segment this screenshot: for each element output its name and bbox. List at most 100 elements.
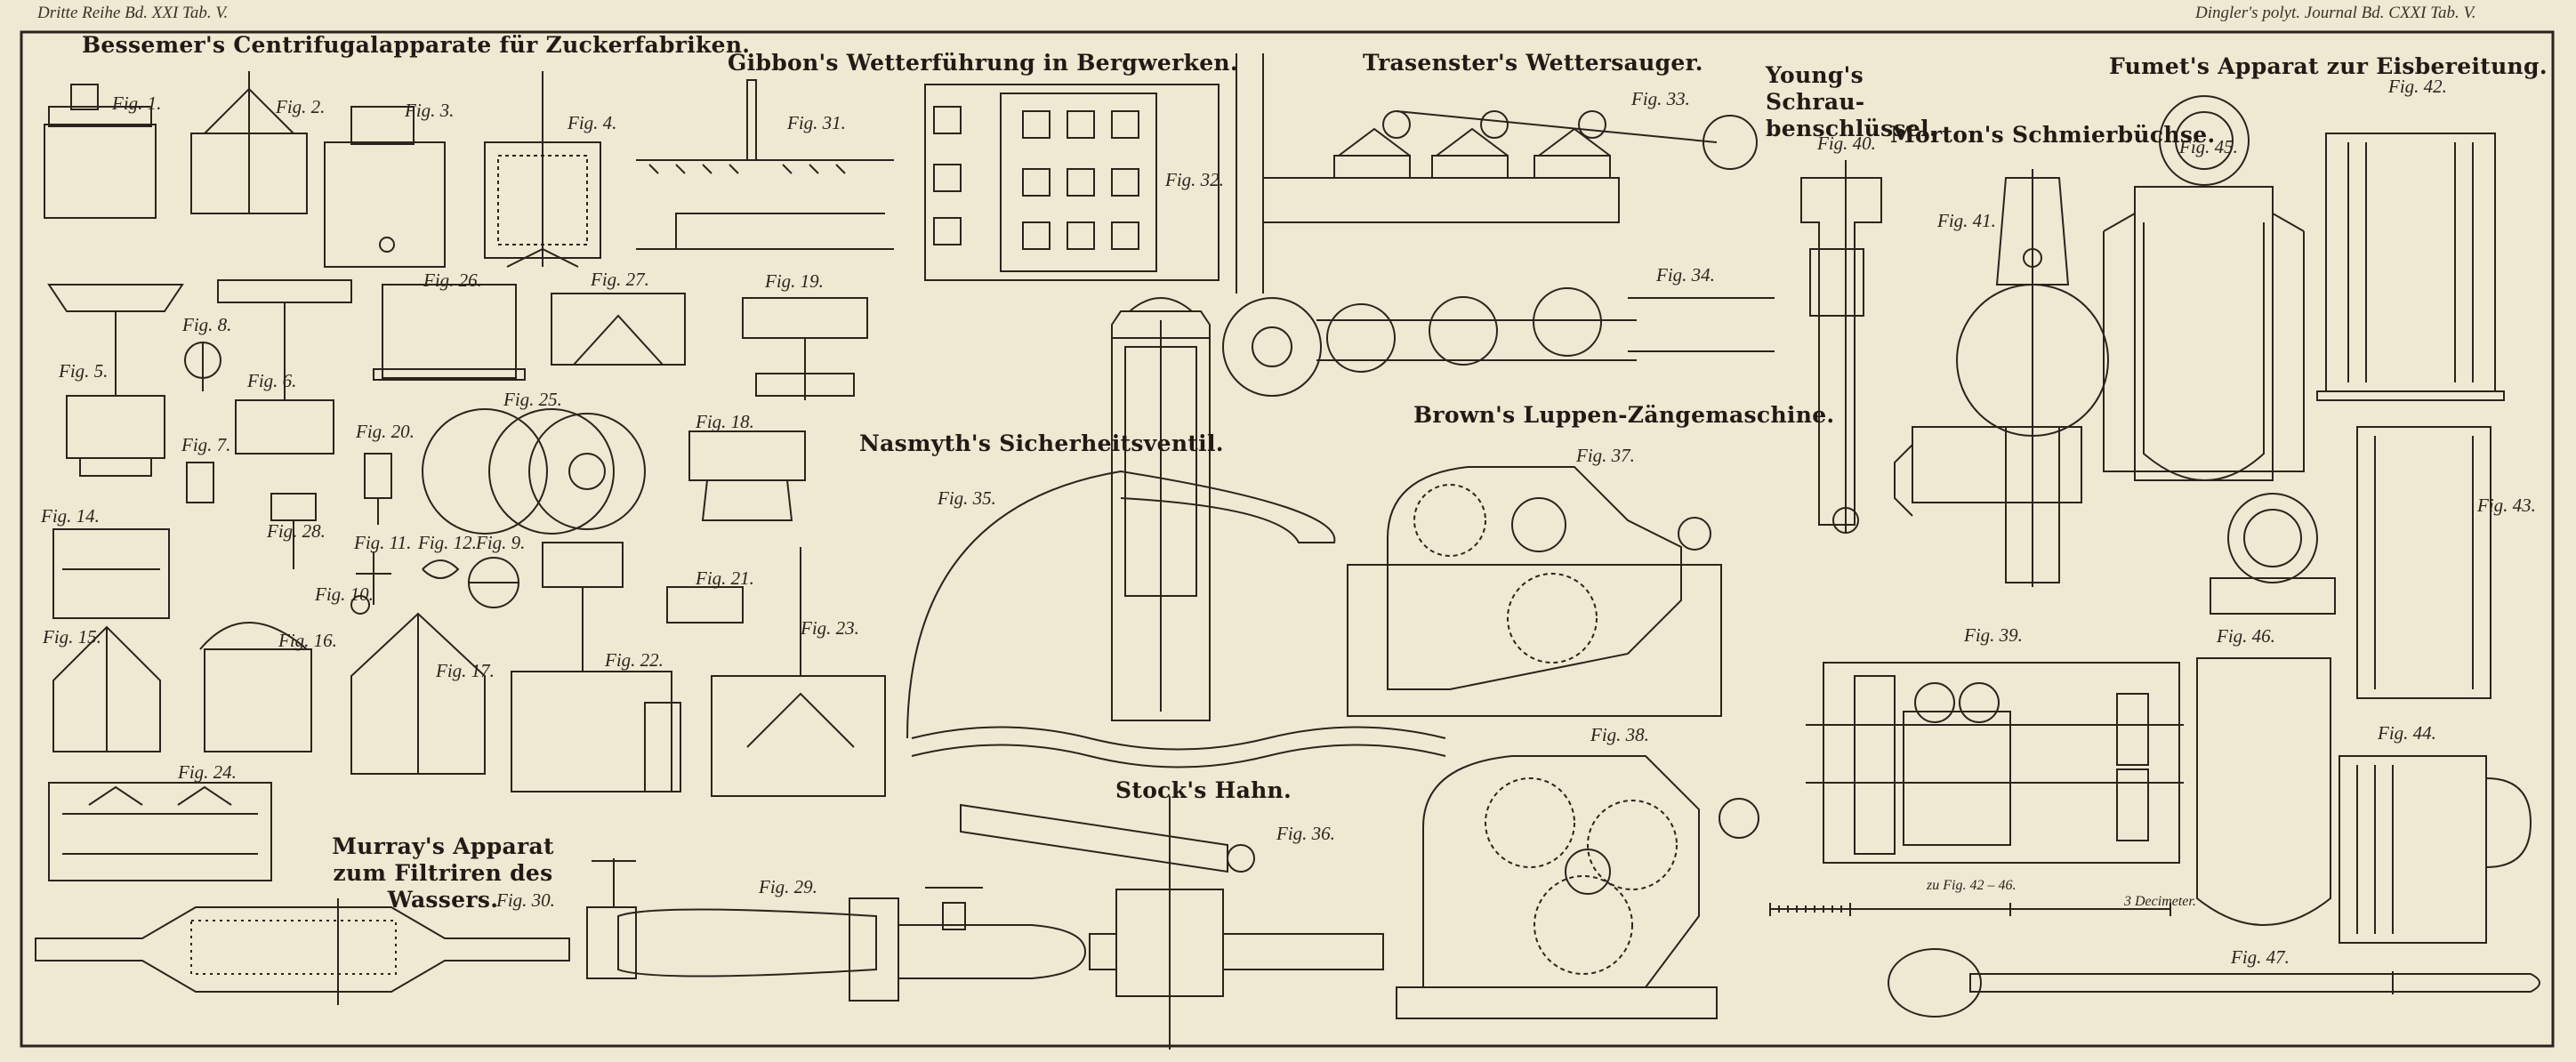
label-fig40: Fig. 40. (1817, 133, 1876, 154)
fig30-drawing (35, 898, 570, 1005)
fig23-drawing (711, 547, 886, 797)
fig47-drawing (1888, 948, 2540, 1018)
label-fig44: Fig. 44. (2378, 722, 2436, 744)
label-fig29: Fig. 29. (759, 876, 817, 897)
fig32-drawing (924, 84, 1220, 281)
label-fig47: Fig. 47. (2231, 946, 2290, 968)
title-morton: Morton's Schmierbüchse. (1890, 122, 2216, 148)
fig38-drawing (1396, 755, 1759, 1019)
label-fig34: Fig. 34. (1656, 264, 1715, 286)
fig34-drawing (1222, 287, 1775, 397)
fig17-drawing (350, 612, 486, 775)
fig3-drawing (324, 106, 446, 268)
label-fig1: Fig. 1. (112, 93, 162, 114)
label-fig10: Fig. 10. (315, 583, 374, 605)
title-stock: Stock's Hahn. (1115, 777, 1292, 803)
scale-bar (1769, 903, 2171, 916)
label-fig18: Fig. 18. (696, 411, 754, 432)
label-fig28: Fig. 28. (267, 520, 326, 542)
fig9-drawing (468, 557, 519, 608)
fig40-drawing (1800, 160, 1882, 534)
plate-header-right: Dingler's polyt. Journal Bd. CXXI Tab. V… (2195, 4, 2476, 22)
title-brown: Brown's Luppen-Zängemaschine. (1413, 402, 1835, 428)
label-fig11: Fig. 11. (354, 532, 412, 553)
label-fig23: Fig. 23. (801, 617, 859, 639)
fig22-drawing (511, 542, 681, 792)
fig43-drawing (2356, 426, 2491, 699)
label-fig26: Fig. 26. (423, 270, 482, 291)
label-fig37: Fig. 37. (1576, 445, 1635, 466)
fig19-drawing (742, 297, 868, 400)
fig45-drawing (2103, 95, 2305, 481)
label-fig41: Fig. 41. (1937, 210, 1996, 231)
fig8-drawing (184, 342, 221, 391)
fig10-drawing (350, 595, 370, 615)
fig27-drawing (551, 293, 686, 366)
label-fig19: Fig. 19. (765, 270, 824, 292)
label-fig2: Fig. 2. (276, 96, 326, 117)
fig31-drawing (636, 79, 894, 250)
scale-unit: 3 Decimeter. (2124, 894, 2196, 909)
label-fig38: Fig. 38. (1590, 724, 1649, 745)
plate-header-left: Dritte Reihe Bd. XXI Tab. V. (37, 4, 229, 22)
label-fig27: Fig. 27. (591, 269, 649, 290)
fig11-drawing (356, 551, 391, 605)
label-fig45: Fig. 45. (2179, 136, 2238, 157)
fig33-drawing (1236, 53, 1758, 294)
fig42-drawing (2316, 133, 2505, 401)
fig26-drawing (373, 284, 526, 381)
label-fig32: Fig. 32. (1165, 169, 1224, 190)
fig28-drawing (270, 493, 317, 569)
title-fumet: Fumet's Apparat zur Eisbereitung. (2109, 53, 2548, 79)
label-fig31: Fig. 31. (787, 112, 846, 133)
label-fig6: Fig. 6. (247, 370, 297, 391)
label-fig42: Fig. 42. (2388, 76, 2447, 97)
fig44-drawing (2339, 755, 2532, 944)
fig39-drawing (1806, 662, 2184, 864)
fig20-drawing (364, 453, 392, 525)
label-fig21: Fig. 21. (696, 567, 754, 589)
label-fig15: Fig. 15. (43, 626, 101, 648)
label-fig5: Fig. 5. (59, 360, 109, 382)
title-trasenster: Trasenster's Wettersauger. (1363, 50, 1703, 76)
fig46-drawing (2196, 493, 2336, 926)
label-fig8: Fig. 8. (182, 314, 232, 335)
label-fig16: Fig. 16. (278, 630, 337, 651)
plate-frame (20, 30, 2555, 1048)
scale-caption: zu Fig. 42 – 46. (1927, 878, 2017, 893)
fig6-drawing (217, 279, 352, 455)
label-fig22: Fig. 22. (605, 649, 664, 671)
fig37-drawing (1347, 466, 1722, 717)
fig25-drawing (422, 408, 646, 535)
fig1-drawing (44, 84, 157, 219)
fig36-drawing (960, 796, 1384, 1050)
fig35-drawing (906, 297, 1446, 768)
label-fig14: Fig. 14. (41, 505, 100, 527)
fig29-drawing (586, 858, 1087, 1002)
title-nasmyth: Nasmyth's Sicherheitsventil. (859, 430, 1224, 456)
label-fig17: Fig. 17. (436, 660, 495, 681)
fig18-drawing (688, 430, 806, 521)
label-fig4: Fig. 4. (568, 112, 617, 133)
fig14-drawing (52, 528, 170, 619)
label-fig39: Fig. 39. (1964, 624, 2023, 646)
label-fig36: Fig. 36. (1276, 823, 1335, 844)
label-fig7: Fig. 7. (181, 434, 231, 455)
title-murray: Murray's Apparat zum Filtriren des Wasse… (332, 833, 554, 913)
fig15-drawing (52, 625, 161, 752)
label-fig12: Fig. 12. (418, 532, 477, 553)
label-fig35: Fig. 35. (938, 487, 996, 509)
label-fig9: Fig. 9. (476, 532, 526, 553)
fig24-drawing (48, 782, 272, 881)
title-bessemer: Bessemer's Centrifugalapparate für Zucke… (82, 32, 751, 58)
title-gibbon: Gibbon's Wetterführung in Bergwerken. (728, 50, 1238, 76)
fig41-drawing (1894, 169, 2109, 587)
label-fig33: Fig. 33. (1631, 88, 1690, 109)
label-fig24: Fig. 24. (178, 761, 237, 783)
fig2-drawing (190, 71, 308, 214)
fig5-drawing (47, 284, 184, 477)
label-fig3: Fig. 3. (405, 100, 455, 121)
fig7-drawing (186, 462, 214, 503)
